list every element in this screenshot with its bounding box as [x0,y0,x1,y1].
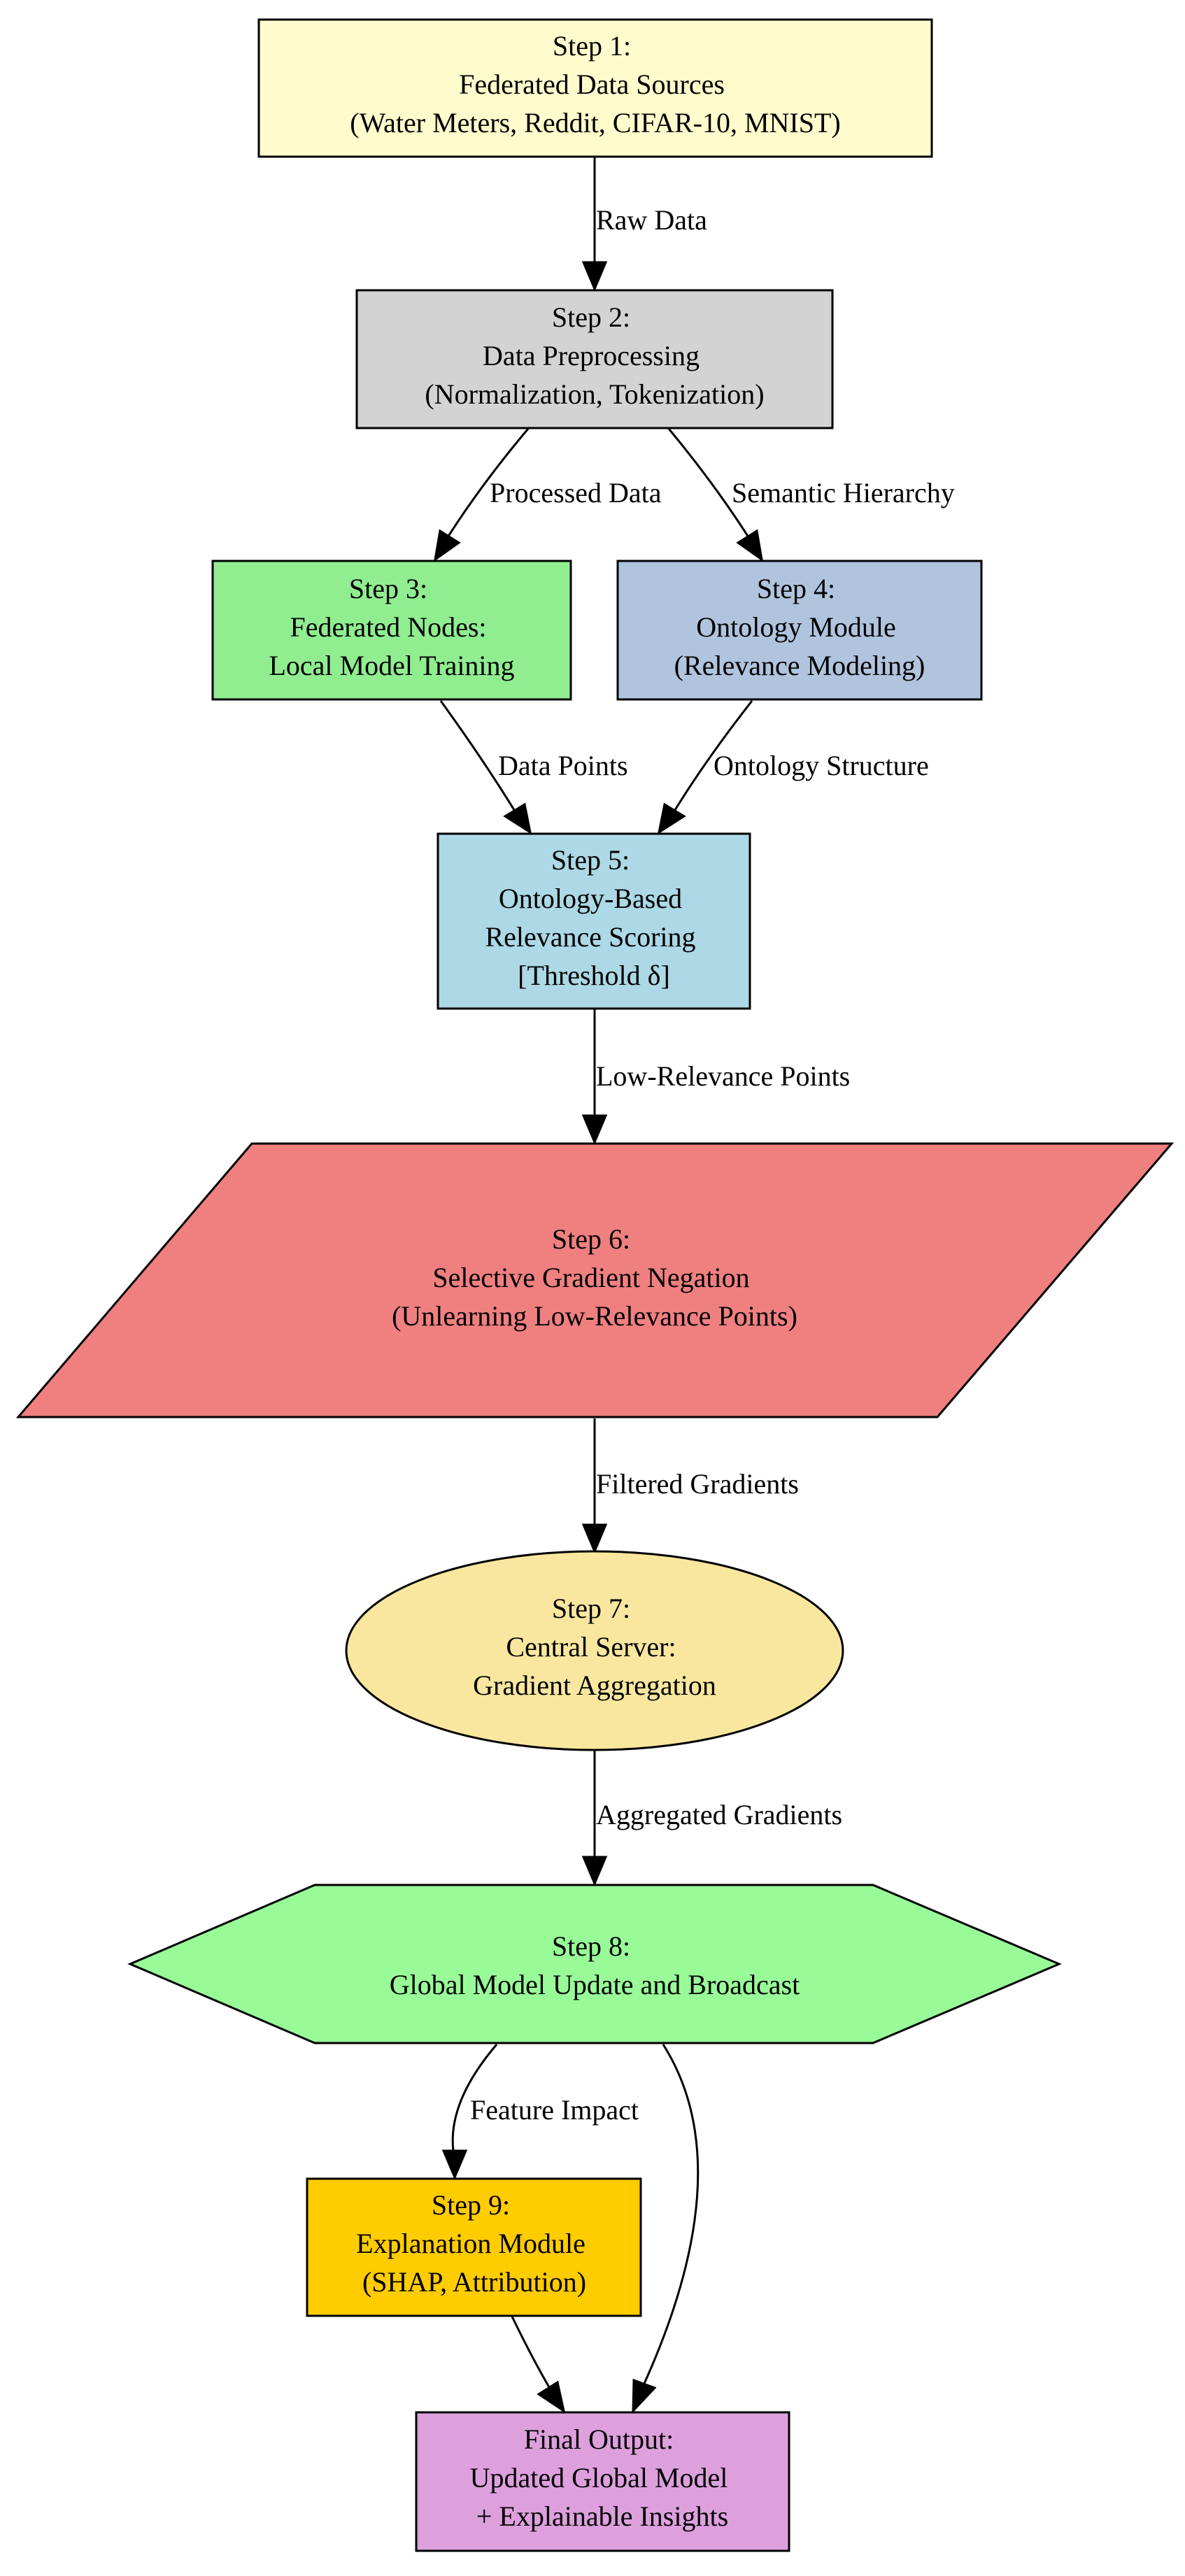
edge-label-ontology-structure: Ontology Structure [714,750,929,781]
node-step-6: Step 6: Selective Gradient Negation (Unl… [15,1142,1175,1418]
step-5-text: Step 5: Ontology-Based Relevance Scoring… [485,844,703,991]
edge-label-data-points: Data Points [498,750,628,781]
step-9-text: Step 9: Explanation Module (SHAP, Attrib… [356,2189,592,2298]
step-8-text: Step 8: Global Model Update and Broadcas… [390,1930,800,2000]
edges [433,157,764,2414]
step-3-text: Step 3: Federated Nodes: Local Model Tra… [269,573,514,681]
node-step-2: Step 2: Data Preprocessing (Normalizatio… [355,289,834,429]
node-step-5: Step 5: Ontology-Based Relevance Scoring… [437,832,751,1010]
node-step-3: Step 3: Federated Nodes: Local Model Tra… [211,560,572,701]
edge-raw-data [581,157,608,292]
edge-filtered-gradients [581,1418,608,1554]
step-1-text: Step 1: Federated Data Sources (Water Me… [350,30,840,138]
step-7-text: Step 7: Central Server: Gradient Aggrega… [473,1593,716,1701]
nodes: Step 1: Federated Data Sources (Water Me… [15,18,1175,2552]
edge-data-points [439,700,532,835]
edge-step8-to-final [632,2044,700,2414]
edge-label-low-relevance-points: Low-Relevance Points [596,1060,850,1092]
node-final-output: Final Output: Updated Global Model + Exp… [415,2411,790,2552]
edge-label-processed-data: Processed Data [490,477,662,508]
node-step-1: Step 1: Federated Data Sources (Water Me… [257,18,933,158]
step-4-text: Step 4: Ontology Module (Relevance Model… [674,573,925,681]
edge-label-aggregated-gradients: Aggregated Gradients [596,1799,842,1830]
node-step-9: Step 9: Explanation Module (SHAP, Attrib… [306,2177,642,2317]
node-step-8: Step 8: Global Model Update and Broadcas… [127,1884,1062,2044]
edge-low-relevance-points [581,1009,608,1145]
edge-semantic-hierarchy [667,428,764,562]
edge-label-raw-data: Raw Data [596,204,707,236]
step-6-text: Step 6: Selective Gradient Negation (Unl… [392,1223,797,1332]
edge-feature-impact [441,2044,498,2180]
edge-step9-to-final [511,2316,566,2414]
step-2-text: Step 2: Data Preprocessing (Normalizatio… [425,301,764,410]
final-output-text: Final Output: Updated Global Model + Exp… [470,2424,735,2532]
edge-ontology-structure [657,700,753,835]
node-step-7: Step 7: Central Server: Gradient Aggrega… [345,1550,844,1751]
edge-label-feature-impact: Feature Impact [470,2094,639,2126]
edge-label-semantic-hierarchy: Semantic Hierarchy [732,477,955,508]
edge-processed-data [433,428,530,562]
node-step-4: Step 4: Ontology Module (Relevance Model… [616,560,983,701]
edge-label-filtered-gradients: Filtered Gradients [596,1468,799,1500]
edge-labels: Raw Data Processed Data Semantic Hierarc… [470,204,955,2126]
edge-aggregated-gradients [581,1751,608,1886]
